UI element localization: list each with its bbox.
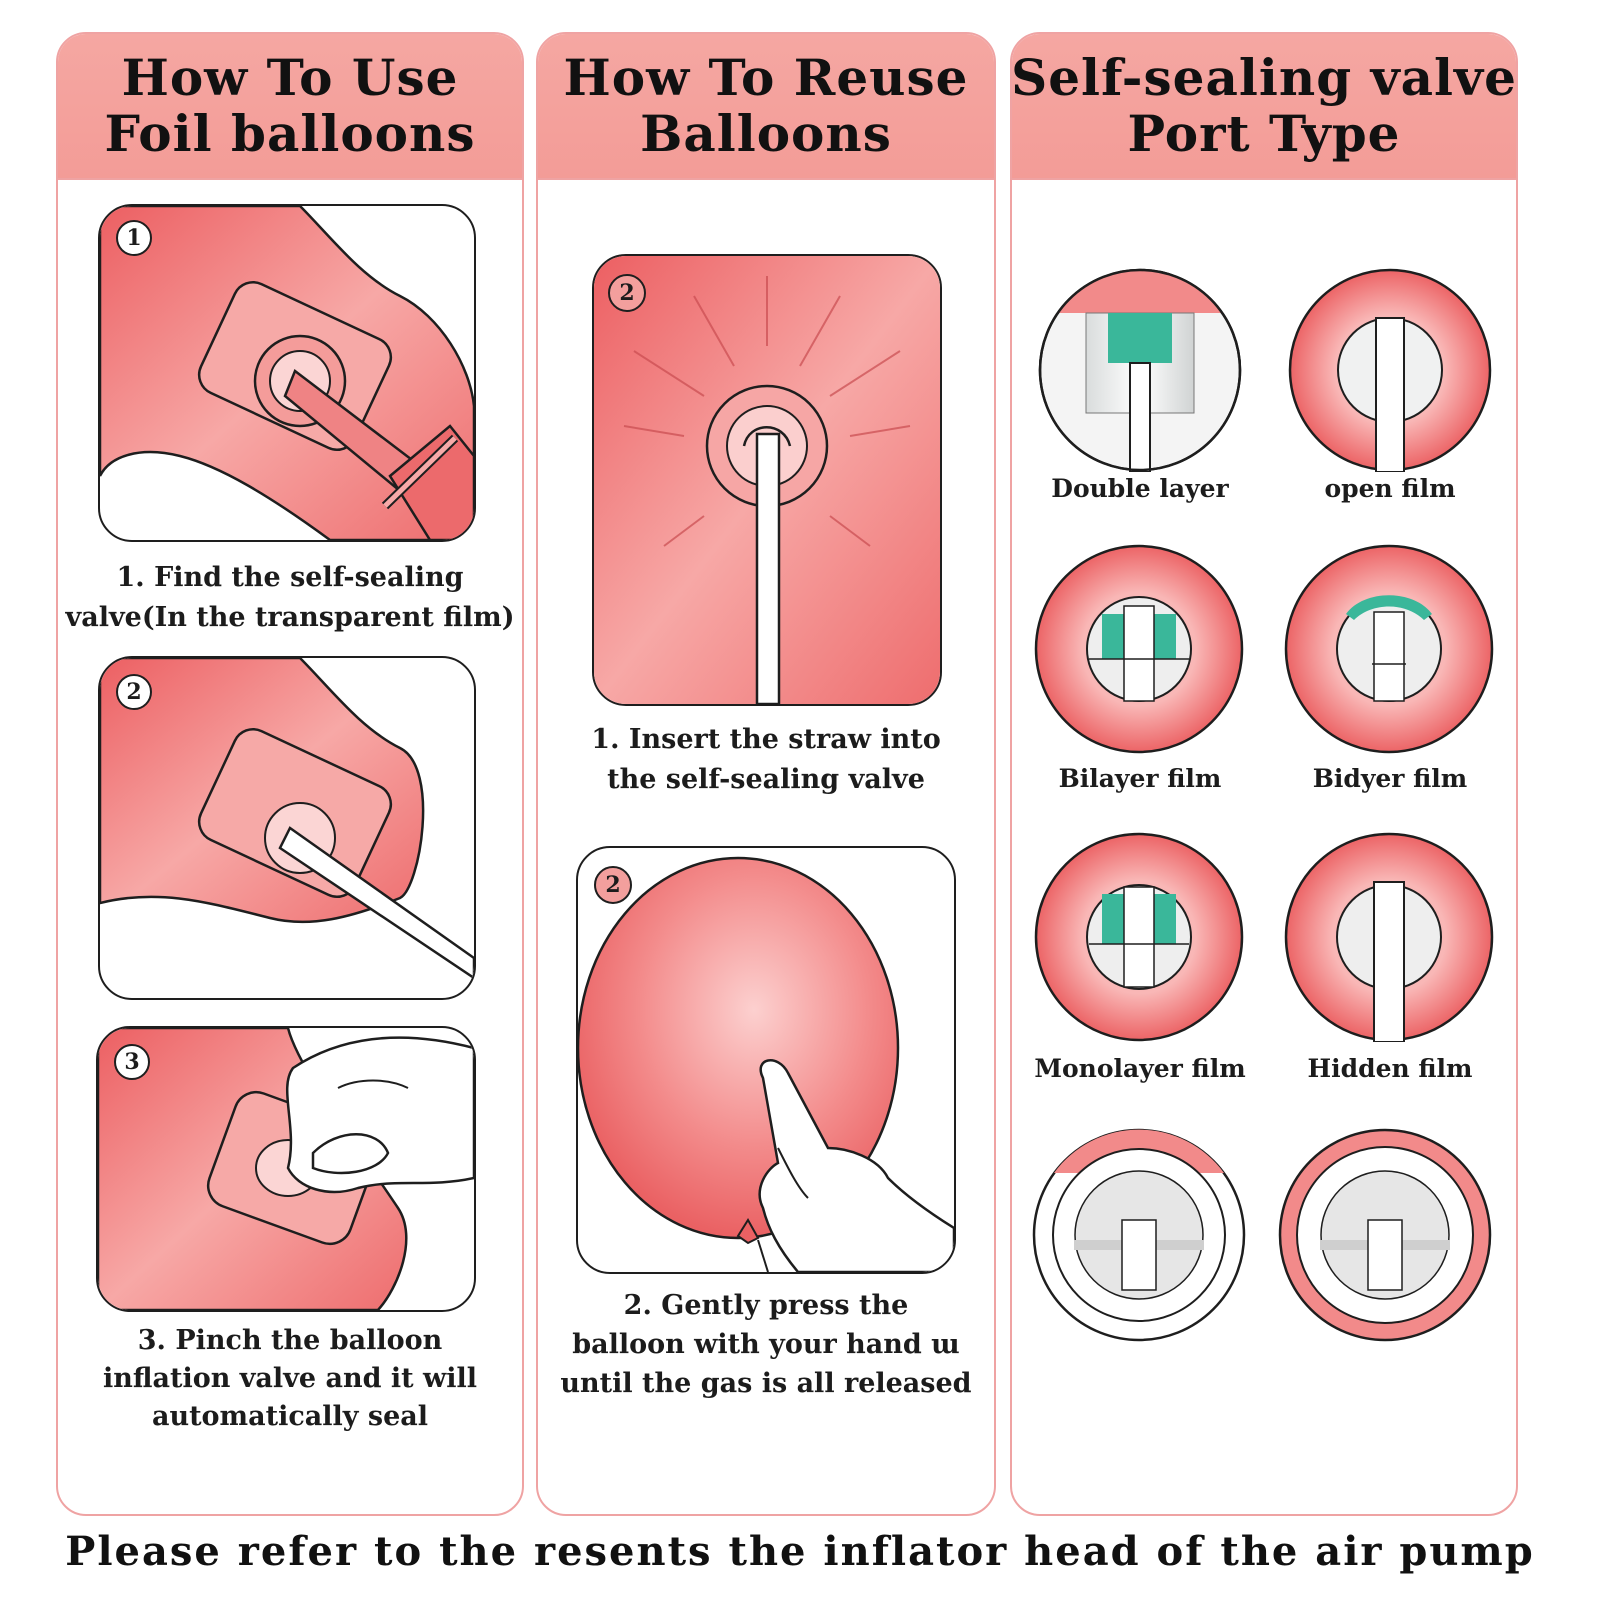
valve-type-label: Hidden film bbox=[1307, 1054, 1473, 1083]
inflator-head-valve-icon bbox=[1032, 1128, 1246, 1342]
valve-type-label: Bidyer film bbox=[1312, 764, 1468, 793]
bidyer-film-valve-icon bbox=[1284, 544, 1494, 754]
caption-line: 2. Gently press the bbox=[623, 1290, 909, 1321]
column-how-to-reuse: How To Reuse Balloons 2 1. Insert t bbox=[536, 32, 996, 1516]
step-number-badge: 1 bbox=[116, 220, 152, 256]
column-valve-port-types: Self-sealing valve Port Type Double laye… bbox=[1010, 32, 1518, 1516]
column-title-line1: How To Reuse bbox=[563, 48, 969, 107]
caption-line: valve(In the transparent film) bbox=[65, 602, 515, 633]
step-number-badge: 2 bbox=[594, 866, 632, 904]
column-header: How To Reuse Balloons bbox=[538, 34, 994, 180]
step-illustration-press-balloon: 2 bbox=[576, 846, 956, 1274]
caption-line: 3. Pinch the balloon bbox=[137, 1325, 443, 1356]
step-illustration-find-valve: 1 bbox=[98, 204, 476, 542]
step-illustration-insert-straw-valve: 2 bbox=[592, 254, 942, 706]
bilayer-film-valve-icon bbox=[1034, 544, 1244, 754]
hidden-film-valve-icon bbox=[1284, 832, 1494, 1043]
column-how-to-use: How To Use Foil balloons 1 1. Find the s… bbox=[56, 32, 524, 1516]
valve-type-label: Monolayer film bbox=[1034, 1054, 1246, 1083]
step-number-badge: 2 bbox=[608, 274, 646, 312]
column-title-line1: Self-sealing valve bbox=[1011, 48, 1517, 107]
valve-type-label: open film bbox=[1324, 474, 1456, 503]
caption-line: balloon with your hand ɯ bbox=[572, 1329, 960, 1360]
step-number-badge: 2 bbox=[116, 674, 152, 710]
step-caption: 2. Gently press the balloon with your ha… bbox=[538, 1286, 994, 1403]
caption-line: the self-sealing valve bbox=[607, 764, 925, 795]
double-layer-valve-icon bbox=[1038, 268, 1242, 473]
caption-line: inflation valve and it will bbox=[102, 1363, 478, 1394]
column-title-line2: Port Type bbox=[1127, 104, 1401, 163]
valve-type-label: Bilayer film bbox=[1058, 764, 1222, 793]
column-title-line2: Balloons bbox=[640, 104, 892, 163]
step-illustration-insert-straw: 2 bbox=[98, 656, 476, 1000]
footer-note: Please refer to the resents the inflator… bbox=[65, 1528, 1535, 1575]
column-header: Self-sealing valve Port Type bbox=[1012, 34, 1516, 180]
valve-type-label: Double layer bbox=[1051, 474, 1229, 503]
step-caption: 3. Pinch the balloon inflation valve and… bbox=[58, 1322, 522, 1436]
caption-line: automatically seal bbox=[151, 1401, 429, 1432]
step-number-badge: 3 bbox=[114, 1044, 150, 1080]
caption-line: until the gas is all released bbox=[560, 1368, 972, 1399]
caption-line: 1. Find the self-sealing bbox=[116, 562, 464, 593]
column-title-line2: Foil balloons bbox=[104, 104, 476, 163]
caption-line: 1. Insert the straw into bbox=[591, 724, 941, 755]
column-header: How To Use Foil balloons bbox=[58, 34, 522, 180]
step-caption: 1. Insert the straw into the self-sealin… bbox=[538, 720, 994, 800]
inflator-head-valve-icon bbox=[1278, 1128, 1492, 1342]
step-illustration-pinch-valve: 3 bbox=[96, 1026, 476, 1312]
open-film-valve-icon bbox=[1288, 268, 1492, 473]
column-title-line1: How To Use bbox=[121, 48, 459, 107]
step-caption: 1. Find the self-sealing valve(In the tr… bbox=[58, 558, 522, 638]
monolayer-film-valve-icon bbox=[1034, 832, 1244, 1042]
